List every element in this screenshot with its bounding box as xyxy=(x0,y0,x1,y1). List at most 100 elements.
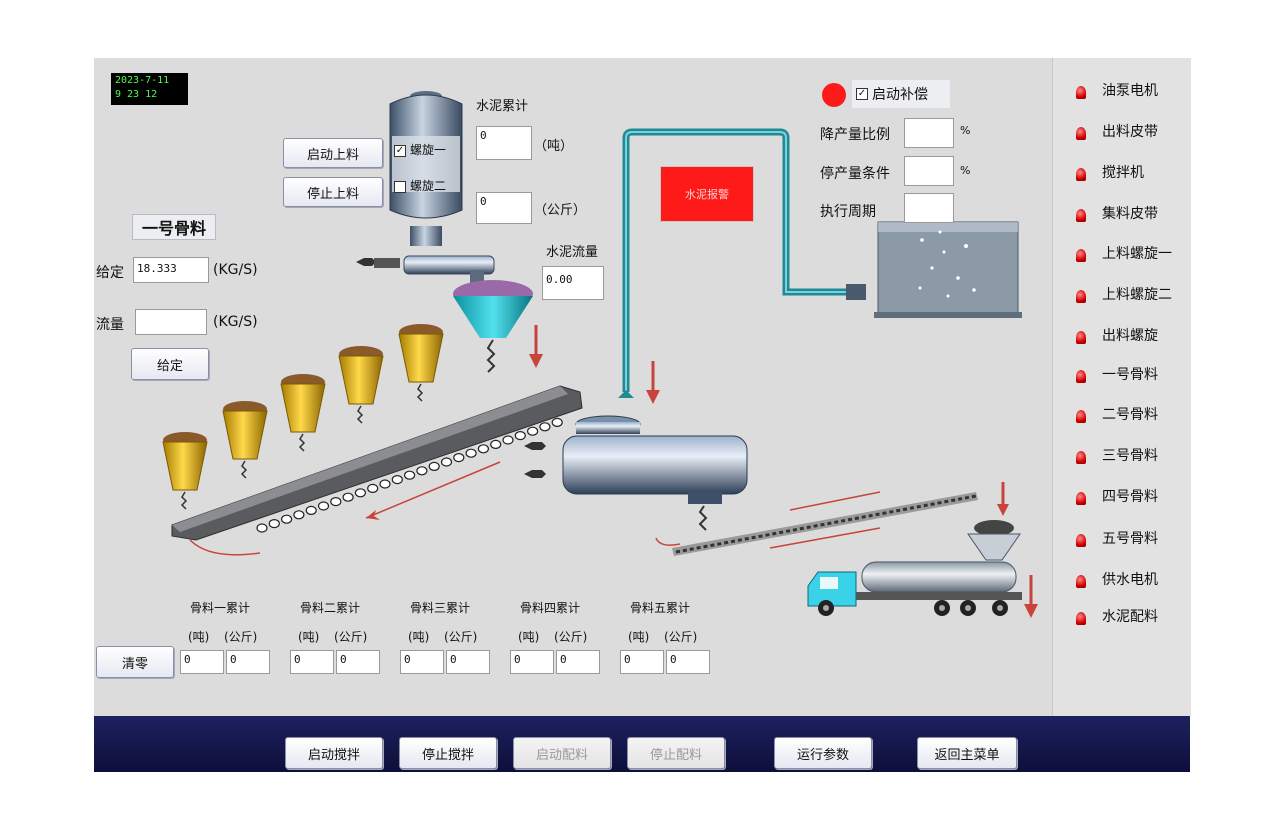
cement-alarm-text: 水泥报警 xyxy=(685,188,729,201)
belt-roller xyxy=(551,417,563,427)
period-field[interactable] xyxy=(904,193,954,223)
indicator-label: 三号骨料 xyxy=(1102,448,1158,464)
setpoint-unit: (KG/S) xyxy=(213,262,258,278)
reduce-ratio-label: 降产量比例 xyxy=(820,127,890,143)
start-feed-button[interactable]: 启动上料 xyxy=(283,138,383,168)
aggregate-hoppers xyxy=(162,324,444,510)
aggregate-title-text: 一号骨料 xyxy=(141,219,206,238)
indicator-label: 上料螺旋二 xyxy=(1102,287,1172,303)
indicator-light xyxy=(1076,127,1086,140)
belt-roller xyxy=(440,457,453,467)
total-group-title: 骨料三累计 xyxy=(410,601,471,615)
clear-button[interactable]: 清零 xyxy=(96,646,174,678)
bottom-button-5[interactable]: 运行参数 xyxy=(774,737,872,769)
indicator-light xyxy=(1076,331,1086,344)
concrete-truck xyxy=(807,561,1022,616)
indicator-label: 上料螺旋一 xyxy=(1102,246,1172,262)
total-ton-label: (吨) xyxy=(408,630,430,644)
compensation-checkbox[interactable]: ✓ 启动补偿 xyxy=(852,80,950,108)
belt-roller xyxy=(379,479,391,489)
belt-roller xyxy=(354,488,366,498)
belt-roller xyxy=(391,475,403,485)
cement-flow-label: 水泥流量 xyxy=(546,245,599,260)
aggregate-hopper xyxy=(280,374,326,452)
bottom-button-6[interactable]: 返回主菜单 xyxy=(917,737,1017,769)
belt-roller xyxy=(539,422,551,432)
belt-roller xyxy=(305,505,317,515)
aggregate-hopper xyxy=(222,401,268,479)
screw1-checkbox[interactable]: ✓ 螺旋一 xyxy=(394,141,446,158)
belt-roller xyxy=(502,435,514,445)
screw1-label: 螺旋一 xyxy=(410,143,447,157)
belt-roller xyxy=(293,510,305,520)
cement-weigh-hopper xyxy=(453,280,533,373)
period-label: 执行周期 xyxy=(820,204,876,220)
flow-field[interactable] xyxy=(135,309,207,335)
total-ton-label: (吨) xyxy=(518,630,540,644)
indicator-light xyxy=(1076,168,1086,181)
total-kg-field[interactable]: 0 xyxy=(666,650,710,674)
indicator-label: 水泥配料 xyxy=(1102,609,1158,625)
total-kg-field[interactable]: 0 xyxy=(226,650,270,674)
belt-roller xyxy=(404,470,416,480)
indicator-light xyxy=(1076,370,1086,383)
total-ton-label: (吨) xyxy=(298,630,320,644)
flow-label: 流量 xyxy=(96,317,124,333)
bottom-button-2[interactable]: 停止搅拌 xyxy=(399,737,497,769)
clock-time: 9 23 12 xyxy=(115,89,158,100)
screw2-checkbox[interactable]: 螺旋二 xyxy=(394,177,446,194)
flow-unit: (KG/S) xyxy=(213,314,258,330)
water-pipe xyxy=(618,128,866,398)
indicator-light xyxy=(1076,410,1086,423)
setpoint-confirm-button[interactable]: 给定 xyxy=(131,348,209,380)
screw1-check-mark: ✓ xyxy=(394,144,406,157)
compensation-status-light xyxy=(822,83,846,107)
stop-feed-button[interactable]: 停止上料 xyxy=(283,177,383,207)
indicator-light xyxy=(1076,451,1086,464)
belt-roller xyxy=(453,453,465,463)
total-kg-label: (公斤) xyxy=(444,630,478,644)
stop-condition-percent: % xyxy=(960,164,971,177)
belt-roller xyxy=(268,518,280,529)
flow-arrows xyxy=(189,325,1038,618)
indicator-label: 出料皮带 xyxy=(1102,124,1158,140)
total-ton-field[interactable]: 0 xyxy=(400,650,444,674)
total-ton-field[interactable]: 0 xyxy=(620,650,664,674)
total-kg-field[interactable]: 0 xyxy=(556,650,600,674)
screw-conveyor xyxy=(356,255,495,284)
total-ton-field[interactable]: 0 xyxy=(290,650,334,674)
reduce-ratio-percent: % xyxy=(960,124,971,137)
bottom-button-3[interactable]: 启动配料 xyxy=(513,737,611,769)
total-ton-label: (吨) xyxy=(188,630,210,644)
total-kg-label: (公斤) xyxy=(554,630,588,644)
cement-ton-field[interactable]: 0 xyxy=(476,126,532,160)
compensation-label: 启动补偿 xyxy=(872,87,928,103)
total-kg-field[interactable]: 0 xyxy=(336,650,380,674)
screw2-label: 螺旋二 xyxy=(410,179,447,193)
indicator-light xyxy=(1076,209,1086,222)
total-ton-field[interactable]: 0 xyxy=(180,650,224,674)
reduce-ratio-field[interactable] xyxy=(904,118,954,148)
indicator-label: 出料螺旋 xyxy=(1102,328,1158,344)
total-kg-field[interactable]: 0 xyxy=(446,650,490,674)
setpoint-label: 给定 xyxy=(96,265,124,281)
total-ton-label: (吨) xyxy=(628,630,650,644)
aggregate-belt-conveyor xyxy=(171,385,583,541)
bottom-button-1[interactable]: 启动搅拌 xyxy=(285,737,383,769)
stop-condition-field[interactable] xyxy=(904,156,954,186)
aggregate-title: 一号骨料 xyxy=(132,214,216,240)
total-ton-field[interactable]: 0 xyxy=(510,650,554,674)
setpoint-field[interactable]: 18.333 xyxy=(133,257,209,283)
bottom-button-4[interactable]: 停止配料 xyxy=(627,737,725,769)
belt-roller xyxy=(490,439,502,449)
indicator-light xyxy=(1076,534,1086,547)
total-kg-label: (公斤) xyxy=(334,630,368,644)
cement-kg-field[interactable]: 0 xyxy=(476,192,532,224)
belt-roller xyxy=(465,448,477,458)
indicator-label: 一号骨料 xyxy=(1102,367,1158,383)
cement-flow-field[interactable]: 0.00 xyxy=(542,266,604,300)
mixer xyxy=(524,415,748,531)
aggregate-hopper xyxy=(398,324,444,402)
cement-ton-unit: （吨） xyxy=(534,139,574,154)
